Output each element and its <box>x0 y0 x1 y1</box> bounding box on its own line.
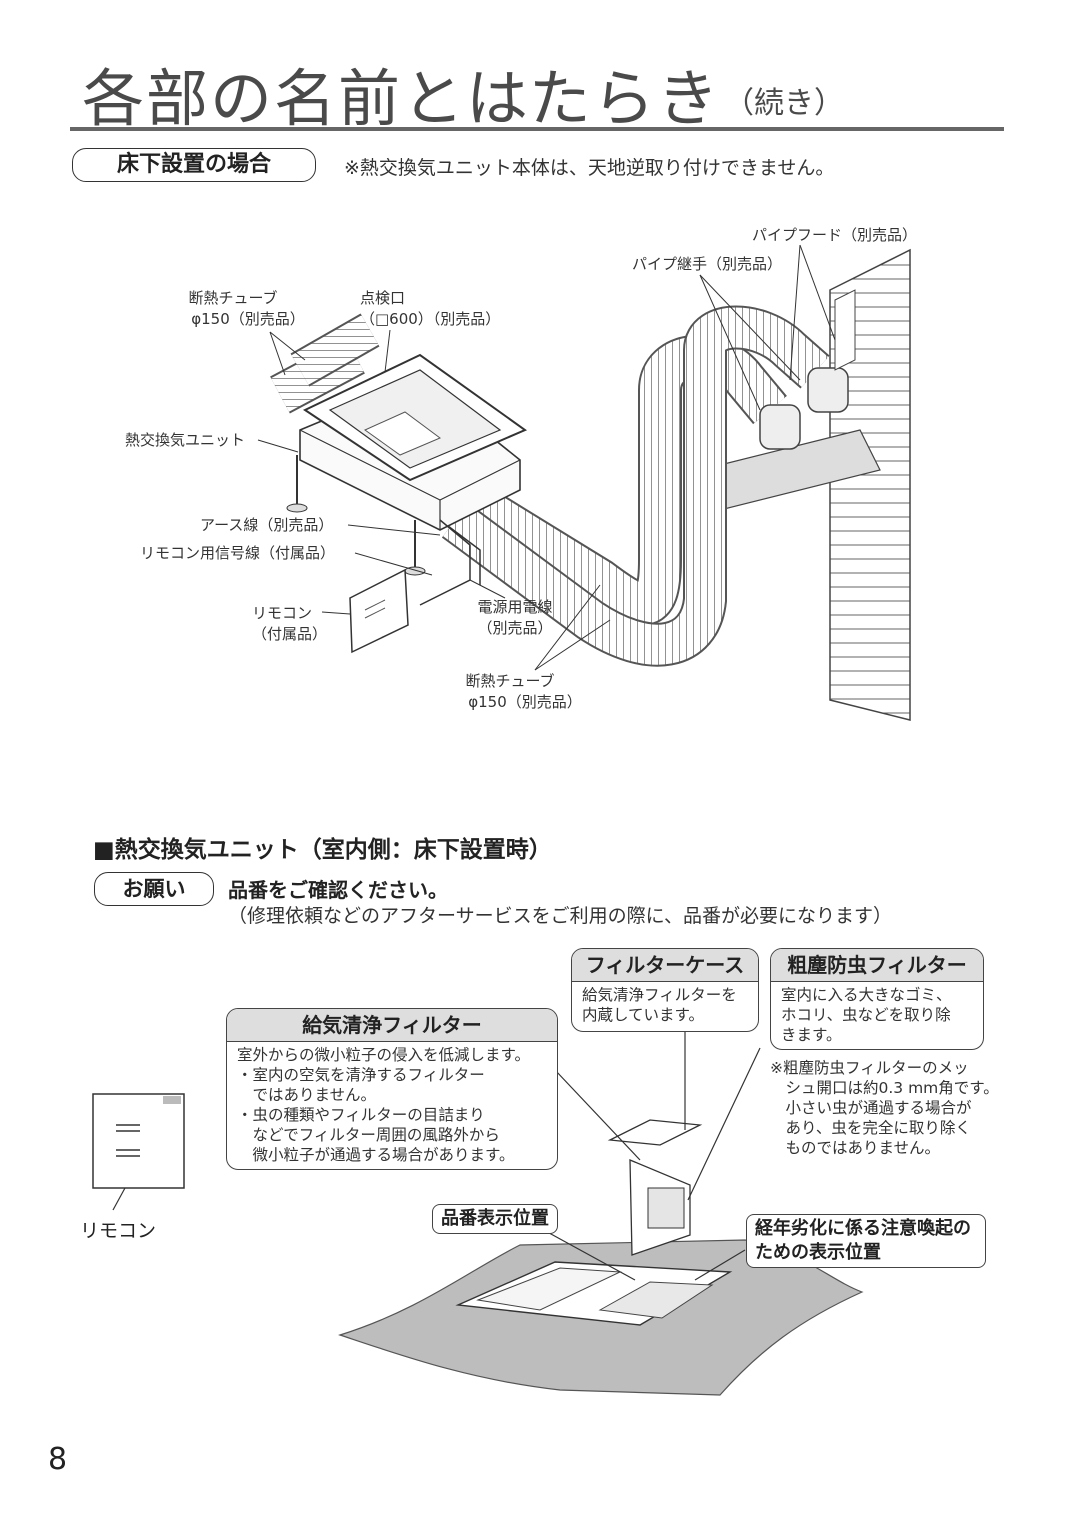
pipe-joint-label: パイプ継手（別売品） <box>632 255 783 273</box>
pipe-joint-2 <box>807 367 849 413</box>
tube-top-label-2: φ150（別売品） <box>191 310 305 328</box>
request-line-2: （修理依頼などのアフターサービスをご利用の際に、品番が必要になります） <box>228 905 893 927</box>
remote-control-illustration <box>92 1093 185 1189</box>
tube-top-label-1: 断熱チューブ <box>188 289 278 307</box>
coarse-filter-title: 粗塵防虫フィルター <box>771 949 983 982</box>
title-divider <box>70 127 1004 131</box>
unit-indoor-heading: ■熱交換気ユニット（室内側：床下設置時） <box>93 837 552 863</box>
pipe-hood-label: パイプフード（別売品） <box>752 226 918 244</box>
underfloor-installation-illustration <box>257 244 911 721</box>
signal-wire-label: リモコン用信号線（付属品） <box>140 544 336 562</box>
filter-case-illustration <box>607 1119 703 1146</box>
tube-bottom-label-1: 断熱チューブ <box>465 672 555 690</box>
pipe-joint-1 <box>759 404 801 450</box>
part-number-position-label: 品番表示位置 <box>432 1204 558 1234</box>
underfloor-tag: 床下設置の場合 <box>72 148 316 182</box>
request-line-1: 品番をご確認ください。 <box>228 878 448 902</box>
supply-filter-title: 給気清浄フィルター <box>227 1009 557 1042</box>
power-wire-label-1: 電源用電線 <box>477 598 553 616</box>
underfloor-note: ※熱交換気ユニット本体は、天地逆取り付けできません。 <box>344 157 835 179</box>
remote-control-label: リモコン <box>80 1220 157 1242</box>
remote-label-2: （付属品） <box>252 625 328 643</box>
coarse-filter-body: 室内に入る大きなゴミ、 ホコリ、虫などを取り除 きます。 <box>781 986 952 1044</box>
request-tag: お願い <box>94 872 214 906</box>
filter-case-title: フィルターケース <box>572 949 758 982</box>
aging-warning-label: 経年劣化に係る注意喚起の ための表示位置 <box>746 1214 986 1268</box>
page-title: 各部の名前とはたらき <box>82 62 721 135</box>
pipe-hood <box>834 289 856 371</box>
filter-case-body: 給気清浄フィルターを 内蔵しています。 <box>582 986 737 1024</box>
tube-bottom-label-2: φ150（別売品） <box>468 693 582 711</box>
exterior-wall <box>829 248 911 721</box>
unit-label: 熱交換気ユニット <box>125 431 246 449</box>
page-subtitle: （続き） <box>724 86 844 121</box>
inspection-label-1: 点検口 <box>360 289 406 307</box>
mesh-note: ※粗塵防虫フィルターのメッ シュ開口は約0.3 mm角です。 小さい虫が通過する… <box>770 1059 999 1157</box>
supply-filter-callout: 給気清浄フィルター 室外からの微小粒子の侵入を低減します。 ・室内の空気を清浄す… <box>226 1008 558 1170</box>
page-number: 8 <box>48 1442 68 1477</box>
remote-label-1: リモコン <box>252 604 313 622</box>
inspection-label-2: （□600）（別売品） <box>360 310 501 328</box>
power-wire-label-2: （別売品） <box>477 619 553 637</box>
filter-case-callout: フィルターケース 給気清浄フィルターを 内蔵しています。 <box>571 948 759 1032</box>
supply-filter-body: 室外からの微小粒子の侵入を低減します。 ・室内の空気を清浄するフィルター ではあ… <box>237 1046 530 1164</box>
coarse-filter-callout: 粗塵防虫フィルター 室内に入る大きなゴミ、 ホコリ、虫などを取り除 きます。 <box>770 948 984 1050</box>
earth-wire-label: アース線（別売品） <box>200 516 334 534</box>
